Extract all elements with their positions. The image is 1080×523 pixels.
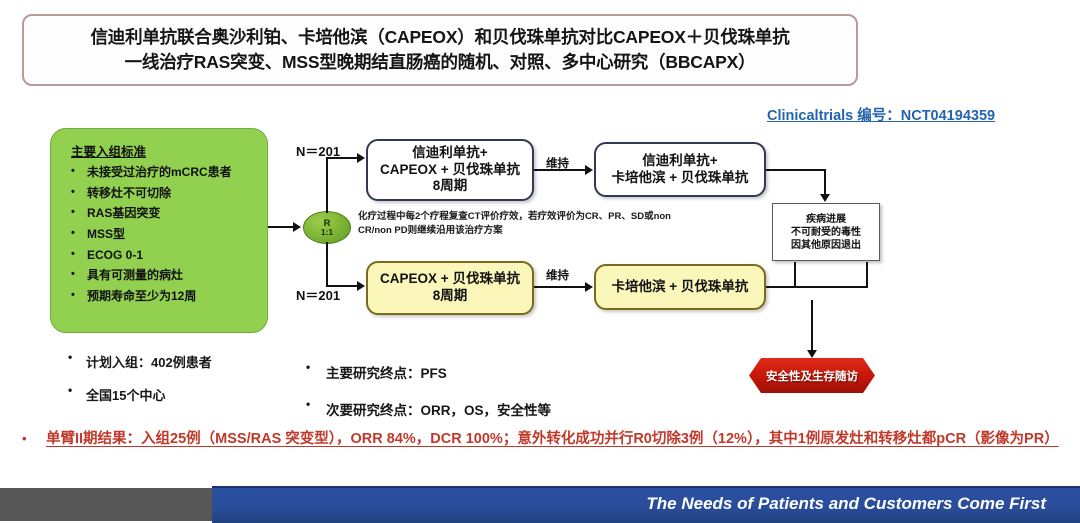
n-label-arm-b: N＝201: [296, 288, 341, 303]
randomization-ratio: 1:1: [320, 227, 334, 237]
arm-a-maintenance-line-1: 信迪利单抗+: [642, 152, 718, 168]
connector-arm-b-to-progression: [766, 286, 796, 288]
connector-random-up: [326, 157, 328, 213]
connector-arm-a-maintenance: [534, 169, 586, 171]
slide-title-box: 信迪利单抗联合奥沙利铂、卡培他滨（CAPEOX）和贝伐珠单抗对比CAPEOX＋贝…: [22, 14, 858, 86]
connector-random-to-arm-a: [326, 157, 358, 159]
connector-progression-up-b: [794, 262, 796, 288]
arm-b-maintenance-line-1: 卡培他滨 + 贝伐珠单抗: [611, 278, 749, 294]
arrow-right-icon: [585, 165, 593, 175]
inclusion-criteria-list: 未接受过治疗的mCRC患者 转移灶不可切除 RAS基因突变 MSS型 ECOG …: [65, 165, 257, 303]
inclusion-criteria-box: 主要入组标准 未接受过治疗的mCRC患者 转移灶不可切除 RAS基因突变 MSS…: [50, 128, 268, 333]
enrollment-info: 计划入组：402例患者 全国15个中心: [62, 350, 312, 418]
arrow-right-icon: [293, 222, 301, 232]
study-endpoints: 主要研究终点：PFS 次要研究终点：ORR，OS，安全性等: [300, 360, 660, 436]
connector-arm-b-maintenance: [534, 286, 586, 288]
arrow-down-icon: [820, 194, 830, 202]
safety-banner-shape: [749, 358, 875, 393]
maintenance-label-b: 维持: [546, 270, 569, 282]
connector-random-to-arm-b: [326, 285, 358, 287]
connector-progression-side: [866, 262, 868, 288]
n-label-arm-a: N＝201: [296, 144, 341, 159]
arm-b-induction-line-1: CAPEOX + 贝伐珠单抗: [380, 271, 520, 287]
arm-a-maintenance-box: 信迪利单抗+ 卡培他滨 + 贝伐珠单抗: [594, 142, 766, 197]
study-centers: 全国15个中心: [62, 383, 312, 404]
list-item: 具有可测量的病灶: [65, 268, 257, 282]
progression-line-3: 因其他原因退出: [791, 239, 861, 251]
footer-tagline: The Needs of Patients and Customers Come…: [646, 493, 1046, 513]
phase2-summary: • 单臂II期结果：入组25例（MSS/RAS 突变型），ORR 84%，DCR…: [22, 428, 1062, 450]
arrow-right-icon: [585, 282, 593, 292]
progression-line-2: 不可耐受的毒性: [791, 226, 861, 238]
list-item: 预期寿命至少为12周: [65, 289, 257, 303]
arm-a-induction-line-3: 8周期: [432, 178, 468, 194]
randomization-letter: R: [323, 217, 331, 229]
arm-b-induction-box: CAPEOX + 贝伐珠单抗 8周期: [366, 261, 534, 315]
maintenance-label-a: 维持: [546, 158, 569, 170]
safety-followup-label: 安全性及生存随访: [766, 370, 858, 383]
connector-progression-bottom: [794, 286, 868, 288]
arrow-down-icon: [807, 350, 817, 358]
clinicaltrials-id: Clinicaltrials 编号：NCT04194359: [767, 108, 996, 124]
arrow-right-icon: [357, 281, 365, 291]
connector-criteria-to-random: [268, 226, 293, 228]
progression-line-1: 疾病进展: [806, 213, 846, 225]
list-item: 转移灶不可切除: [65, 186, 257, 200]
connector-progression-to-safety: [811, 300, 813, 352]
list-item: RAS基因突变: [65, 206, 257, 220]
arm-b-maintenance-box: 卡培他滨 + 贝伐珠单抗: [594, 264, 766, 310]
ct-evaluation-note: 化疗过程中每2个疗程复查CT评价疗效，若疗效评价为CR、PR、SD或non CR…: [358, 211, 671, 236]
safety-followup-banner: 安全性及生存随访: [749, 358, 875, 393]
progression-criteria-box: 疾病进展 不可耐受的毒性 因其他原因退出: [772, 203, 880, 261]
footer-blue-bar: [212, 486, 1080, 523]
summary-bullet-icon: •: [22, 431, 27, 446]
arrow-right-icon: [357, 153, 365, 163]
inclusion-criteria-heading: 主要入组标准: [71, 145, 147, 159]
summary-text: 单臂II期结果：入组25例（MSS/RAS 突变型），ORR 84%，DCR 1…: [46, 431, 1059, 447]
arm-b-induction-line-2: 8周期: [432, 288, 468, 303]
list-item: 未接受过治疗的mCRC患者: [65, 165, 257, 179]
randomization-node: R 1:1: [303, 211, 351, 244]
slide-title-line-2: 一线治疗RAS突变、MSS型晚期结直肠癌的随机、对照、多中心研究（BBCAPX）: [124, 52, 756, 72]
connector-progression-down-a: [824, 169, 826, 195]
slide-title-line-1: 信迪利单抗联合奥沙利铂、卡培他滨（CAPEOX）和贝伐珠单抗对比CAPEOX＋贝…: [90, 26, 790, 47]
arm-a-maintenance-line-2: 卡培他滨 + 贝伐珠单抗: [611, 169, 749, 185]
arm-a-induction-line-2: CAPEOX + 贝伐珠单抗: [380, 161, 520, 177]
arm-a-induction-line-1: 信迪利单抗+: [412, 144, 488, 160]
connector-arm-a-to-progression: [766, 169, 826, 171]
arm-a-induction-box: 信迪利单抗+ CAPEOX + 贝伐珠单抗 8周期: [366, 139, 534, 201]
list-item: ECOG 0-1: [65, 248, 257, 262]
secondary-endpoint: 次要研究终点：ORR，OS，安全性等: [300, 397, 660, 419]
planned-enrollment: 计划入组：402例患者: [62, 350, 312, 371]
connector-random-down: [326, 242, 328, 287]
list-item: MSS型: [65, 227, 257, 241]
primary-endpoint: 主要研究终点：PFS: [300, 360, 660, 382]
